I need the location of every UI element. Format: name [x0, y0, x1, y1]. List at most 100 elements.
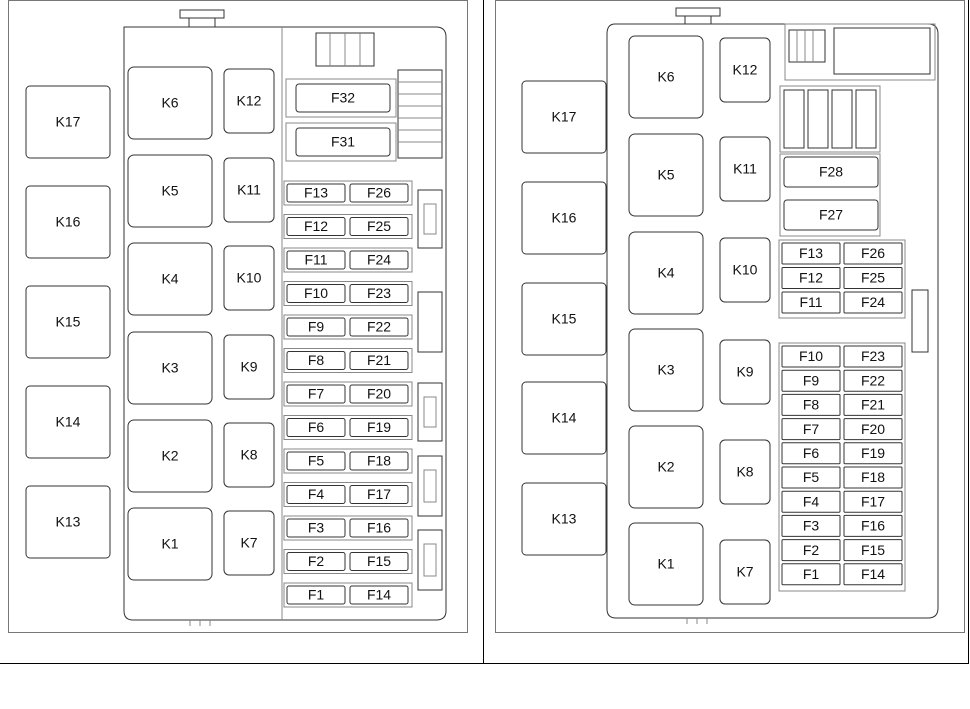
relay-k15: K15	[521, 282, 607, 356]
relay-k10: K10	[223, 245, 275, 311]
relay-k7-outline	[223, 510, 275, 576]
fuse-f25-label: F25	[367, 218, 391, 234]
fuse-f7-outline	[781, 418, 841, 441]
relay-k3-label: K3	[657, 362, 674, 378]
fuse-f18-outline	[349, 451, 409, 471]
fuse-f11-outline	[781, 291, 841, 314]
fuse-f8: F8	[286, 351, 346, 370]
top-connector-stem	[684, 15, 712, 25]
fuse-f7-outline	[286, 384, 346, 404]
relay-k3-outline	[127, 331, 213, 405]
fuse-f4: F4	[781, 490, 841, 513]
relay-k3-label: K3	[161, 360, 178, 376]
fuse-row-slot	[283, 214, 413, 239]
fuse-f18: F18	[843, 466, 903, 489]
fuse-f1-label: F1	[803, 566, 820, 582]
fuse-f6: F6	[286, 418, 346, 437]
fuse-f17-label: F17	[367, 486, 391, 502]
relay-k1-label: K1	[161, 536, 178, 552]
fuse-f21-outline	[843, 393, 903, 416]
relay-k6-label: K6	[161, 95, 178, 111]
relay-k17-outline	[25, 85, 111, 159]
fuse-f23-outline	[843, 345, 903, 368]
fuse-f20-outline	[349, 384, 409, 404]
relay-k3-outline	[628, 328, 704, 412]
relay-k8-label: K8	[736, 464, 753, 480]
fuse-f14: F14	[349, 585, 409, 605]
fuse-f2: F2	[781, 539, 841, 562]
fuse-f3: F3	[781, 514, 841, 537]
fuse-f5-label: F5	[803, 469, 820, 485]
fuse-f23-label: F23	[367, 285, 391, 301]
fuse-f11: F11	[781, 291, 841, 314]
side-connector	[911, 289, 929, 353]
fuse-f16-outline	[349, 518, 409, 538]
fuse-f2: F2	[286, 552, 346, 571]
fuse-f12-outline	[286, 217, 346, 236]
fuse-f32-label: F32	[331, 90, 355, 106]
fuse-f26: F26	[843, 242, 903, 265]
fuse-f16: F16	[843, 514, 903, 537]
fuse-f8-label: F8	[308, 352, 325, 368]
fuse-f31: F31	[295, 127, 391, 157]
relay-k1: K1	[628, 522, 704, 606]
relay-k12-label: K12	[237, 93, 262, 109]
fuse-f2-outline	[286, 552, 346, 571]
fuse-f20-label: F20	[861, 421, 885, 437]
fuse-f4-label: F4	[308, 486, 325, 502]
fuse-row-slot	[283, 247, 413, 273]
relay-k13: K13	[521, 482, 607, 556]
fuse-f22-label: F22	[861, 372, 885, 388]
relay-k6: K6	[127, 66, 213, 140]
fuse-f5: F5	[286, 451, 346, 471]
fuse-f8-outline	[781, 393, 841, 416]
relay-k9: K9	[719, 339, 771, 405]
side-connector-top	[397, 69, 443, 159]
fuse-f6-label: F6	[308, 419, 325, 435]
relay-k14-outline	[521, 381, 607, 455]
fuse-f13-outline	[286, 183, 346, 203]
fuse-f25-outline	[843, 267, 903, 289]
fuse-f28-outline	[783, 156, 879, 188]
fuse-f20: F20	[843, 418, 903, 441]
relay-k8-outline	[719, 439, 771, 505]
fuse-f15: F15	[843, 539, 903, 562]
top-connector	[179, 9, 225, 19]
fuse-f7-label: F7	[308, 386, 325, 402]
fuse-f19-outline	[349, 418, 409, 437]
fuse-f18-outline	[843, 466, 903, 489]
relay-k11: K11	[223, 157, 275, 223]
relay-k10-label: K10	[733, 262, 758, 278]
fuse-f22: F22	[349, 317, 409, 337]
relay-k16-outline	[521, 181, 607, 255]
relay-k2: K2	[628, 425, 704, 509]
page-border	[0, 0, 969, 664]
fuse-f18-label: F18	[367, 453, 391, 469]
relay-k9-outline	[719, 339, 771, 405]
fuse-f19-label: F19	[861, 445, 885, 461]
fuse-f27-outline	[783, 199, 879, 231]
relay-k13-outline	[521, 482, 607, 556]
fuse-f23-label: F23	[861, 348, 885, 364]
fuse-f9-outline	[286, 317, 346, 337]
relay-k8: K8	[719, 439, 771, 505]
fuse-f17-outline	[349, 485, 409, 504]
relay-k10-outline	[719, 237, 771, 303]
fuse-box-diagram-right: K17K16K15K14K13K6K5K4K3K2K1K12K11K10K9K8…	[521, 7, 939, 624]
fuse-f20: F20	[349, 384, 409, 404]
fuse-f25: F25	[843, 267, 903, 289]
fuse-f19-label: F19	[367, 419, 391, 435]
fuse-f16-label: F16	[861, 518, 885, 534]
relay-k4-outline	[127, 242, 213, 316]
fuse-f3-label: F3	[308, 520, 325, 536]
fuse-f3-outline	[781, 514, 841, 537]
relay-k7: K7	[223, 510, 275, 576]
fuse-f16-label: F16	[367, 520, 391, 536]
fuse-f24-outline	[349, 250, 409, 270]
fuse-f1-outline	[286, 585, 346, 605]
relay-k13: K13	[25, 485, 111, 559]
fuse-f15: F15	[349, 552, 409, 571]
relay-k5-outline	[127, 154, 213, 228]
fuse-f11: F11	[286, 250, 346, 270]
fuse-f19: F19	[843, 442, 903, 465]
